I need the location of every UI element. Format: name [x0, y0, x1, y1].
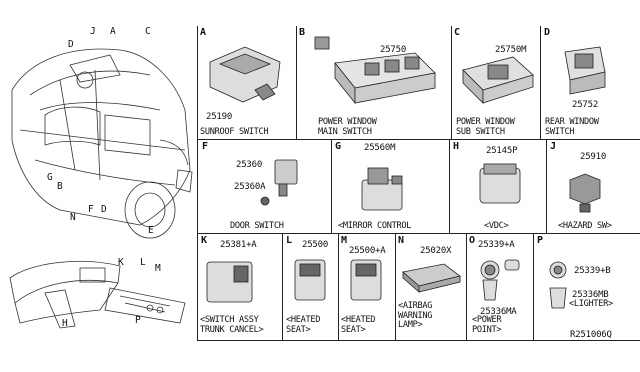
part-number-25560m: 25560M	[364, 143, 396, 153]
car-callout-l: L	[140, 257, 146, 268]
diagram-reference-code: R251006Q	[570, 330, 612, 340]
part-number-25910: 25910	[580, 152, 607, 162]
divider-g-h	[449, 139, 450, 233]
part-number-25750m: 25750M	[495, 45, 527, 55]
airbag-warning-lamp-illustration	[402, 263, 461, 293]
divider-k-l	[282, 233, 283, 340]
part-number-25339a: 25339+A	[478, 240, 515, 250]
divider-l-m	[338, 233, 339, 340]
panel-p-letter: P	[537, 235, 544, 246]
divider-b-c	[451, 26, 452, 139]
panel-o-caption: <POWER POINT>	[472, 315, 502, 335]
car-overview-illustration	[11, 48, 193, 239]
car-callout-j: J	[90, 26, 96, 37]
divider-m-n	[395, 233, 396, 340]
panel-m-letter: M	[341, 235, 348, 246]
car-callout-d2: D	[101, 204, 107, 215]
heated-seat-switch-m-illustration	[350, 259, 382, 301]
divider-vertical-main	[197, 26, 198, 340]
lighter-illustration	[549, 261, 567, 309]
panel-a-letter: A	[200, 27, 207, 38]
panel-m-caption: <HEATED SEAT>	[341, 315, 376, 335]
door-switch-illustration	[260, 159, 298, 206]
rear-window-switch-illustration	[564, 46, 606, 95]
car-callout-a: A	[110, 26, 116, 37]
hazard-switch-illustration	[569, 173, 601, 213]
part-number-25750: 25750	[380, 45, 407, 55]
panel-p-caption: <LIGHTER>	[569, 299, 613, 309]
car-callout-k: K	[118, 257, 124, 268]
divider-row2-bottom	[197, 233, 640, 234]
panel-l-caption: <HEATED SEAT>	[286, 315, 321, 335]
vdc-switch-illustration	[479, 163, 521, 204]
car-callout-h: H	[62, 318, 68, 329]
part-number-25145p: 25145P	[486, 146, 518, 156]
sunroof-switch-illustration	[209, 46, 281, 103]
mirror-control-illustration	[361, 167, 403, 211]
panel-c-caption: POWER WINDOW SUB SWITCH	[456, 117, 515, 137]
panel-h-letter: H	[453, 141, 460, 152]
panel-c-letter: C	[454, 27, 461, 38]
divider-c-d	[540, 26, 541, 139]
part-number-25500a: 25500+A	[349, 246, 386, 256]
part-number-25336mb: 25336MB	[572, 290, 609, 300]
part-number-25020x: 25020X	[420, 246, 452, 256]
panel-k-letter: K	[201, 235, 208, 246]
power-window-sub-switch-illustration	[462, 56, 534, 104]
divider-f-g	[331, 139, 332, 233]
panel-l-letter: L	[286, 235, 293, 246]
panel-j-letter: J	[550, 141, 557, 152]
trunk-cancel-switch-illustration	[206, 261, 253, 303]
car-callout-m: M	[155, 263, 161, 274]
part-number-25190: 25190	[206, 112, 233, 122]
divider-o-p	[533, 233, 534, 340]
car-callout-e: E	[148, 225, 154, 236]
panel-j-caption: <HAZARD SW>	[558, 221, 612, 231]
panel-h-caption: <VDC>	[484, 221, 509, 231]
panel-n-letter: N	[398, 235, 405, 246]
divider-n-o	[466, 233, 467, 340]
panel-f-caption: DOOR SWITCH	[230, 221, 284, 231]
part-number-25360: 25360	[236, 160, 263, 170]
panel-a-caption: SUNROOF SWITCH	[200, 127, 269, 137]
heated-seat-switch-l-illustration	[294, 259, 326, 301]
car-callout-n: N	[70, 212, 76, 223]
panel-g-caption: <MIRROR CONTROL	[338, 221, 412, 231]
car-callout-p: P	[135, 315, 141, 326]
panel-o-letter: O	[469, 235, 476, 246]
panel-b-caption: POWER WINDOW MAIN SWITCH	[318, 117, 377, 137]
car-callout-d1: D	[68, 39, 74, 50]
divider-row3-bottom	[197, 340, 640, 341]
car-callout-f: F	[88, 204, 94, 215]
car-callout-g: G	[47, 172, 53, 183]
part-number-25500: 25500	[302, 240, 329, 250]
power-point-illustration	[480, 259, 520, 301]
panel-n-caption: <AIRBAG WARNING LAMP>	[398, 301, 433, 331]
part-number-25752: 25752	[572, 100, 599, 110]
car-callout-b: B	[57, 181, 63, 192]
panel-k-caption: <SWITCH ASSY TRUNK CANCEL>	[200, 315, 264, 335]
part-number-25381a: 25381+A	[220, 240, 257, 250]
power-window-main-switch-illustration	[314, 36, 436, 105]
divider-h-j	[546, 139, 547, 233]
panel-b-letter: B	[299, 27, 306, 38]
car-callout-c: C	[145, 26, 151, 37]
divider-row1-bottom	[197, 139, 640, 140]
panel-d-caption: REAR WINDOW SWITCH	[545, 117, 599, 137]
console-illustration	[9, 261, 186, 329]
part-number-25339b: 25339+B	[574, 266, 611, 276]
panel-d-letter: D	[544, 27, 551, 38]
panel-g-letter: G	[335, 141, 342, 152]
part-number-25360a: 25360A	[234, 182, 266, 192]
panel-f-letter: F	[202, 141, 209, 152]
part-number-25336ma: 25336MA	[480, 307, 517, 317]
divider-a-b	[296, 26, 297, 139]
